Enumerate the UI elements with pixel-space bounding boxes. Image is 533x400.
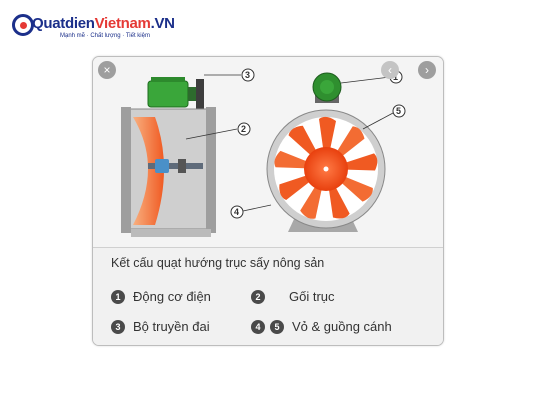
flange-left: [121, 107, 131, 233]
site-logo[interactable]: QuatdienVietnam.VN Mạnh mẽ · Chất lượng …: [12, 12, 175, 46]
bearing-2: [178, 159, 186, 173]
chevron-right-icon: ›: [425, 63, 429, 77]
next-button[interactable]: ›: [418, 61, 436, 79]
legend-number: 3: [111, 319, 125, 334]
legend-label: Bộ truyền đai: [133, 319, 210, 335]
motor-top: [151, 77, 185, 82]
front-view: 1 5 4: [230, 70, 406, 232]
callout-line-4: [242, 204, 272, 212]
legend-label: Gối trục: [289, 289, 335, 305]
motor-side: [147, 80, 189, 108]
legend-number: 5: [270, 319, 284, 334]
shaft: [148, 163, 203, 169]
caption-title: Kết cấu quạt hướng trục sấy nông sản: [111, 256, 325, 270]
callout-2-text: 2: [241, 124, 246, 134]
legend-label: Động cơ điện: [133, 289, 211, 305]
flange-right: [206, 107, 216, 233]
previous-button[interactable]: ‹: [381, 61, 399, 79]
fan-diagram-svg: 3 2: [121, 68, 406, 237]
legend-item-2: 2 Gối trục: [251, 288, 335, 304]
legend-number: 1: [111, 289, 125, 304]
chevron-left-icon: ‹: [388, 63, 392, 77]
callout-5: [392, 104, 406, 118]
callout-line-5: [362, 112, 394, 130]
blade-side: [133, 117, 164, 225]
logo-q-icon: [12, 14, 34, 36]
stand-side: [131, 229, 211, 237]
callout-3: [241, 68, 255, 82]
fan-diagram: 3 2: [93, 57, 443, 247]
legend-item-1: 1 Động cơ điện: [111, 288, 211, 304]
close-button[interactable]: ×: [98, 61, 116, 79]
motor-front-inner: [320, 80, 334, 94]
legend-number: 4: [251, 319, 265, 334]
callout-line-2: [185, 128, 238, 140]
motor-end: [188, 87, 196, 101]
callout-5-text: 5: [396, 106, 401, 116]
legend-number: 2: [251, 289, 265, 304]
hub-center: [323, 166, 329, 172]
side-view: 3 2: [121, 68, 255, 237]
callout-2: [237, 122, 251, 136]
logo-tagline: Mạnh mẽ · Chất lượng · Tiết kiệm: [60, 33, 150, 39]
callout-4-text: 4: [234, 207, 239, 217]
callout-4: [230, 205, 244, 219]
image-viewer: 3 2: [92, 56, 444, 346]
image-caption: Kết cấu quạt hướng trục sấy nông sản 1 Độ…: [93, 247, 443, 345]
callout-line-1: [340, 76, 391, 84]
callout-3-text: 3: [245, 70, 250, 80]
blade: [319, 116, 336, 169]
legend-item-3: 3 Bộ truyền đai: [111, 318, 210, 334]
close-icon: ×: [103, 63, 111, 77]
legend-label: Vỏ & guồng cánh: [292, 319, 392, 335]
logo-text: QuatdienVietnam.VN: [32, 15, 175, 32]
bearing: [155, 159, 169, 173]
